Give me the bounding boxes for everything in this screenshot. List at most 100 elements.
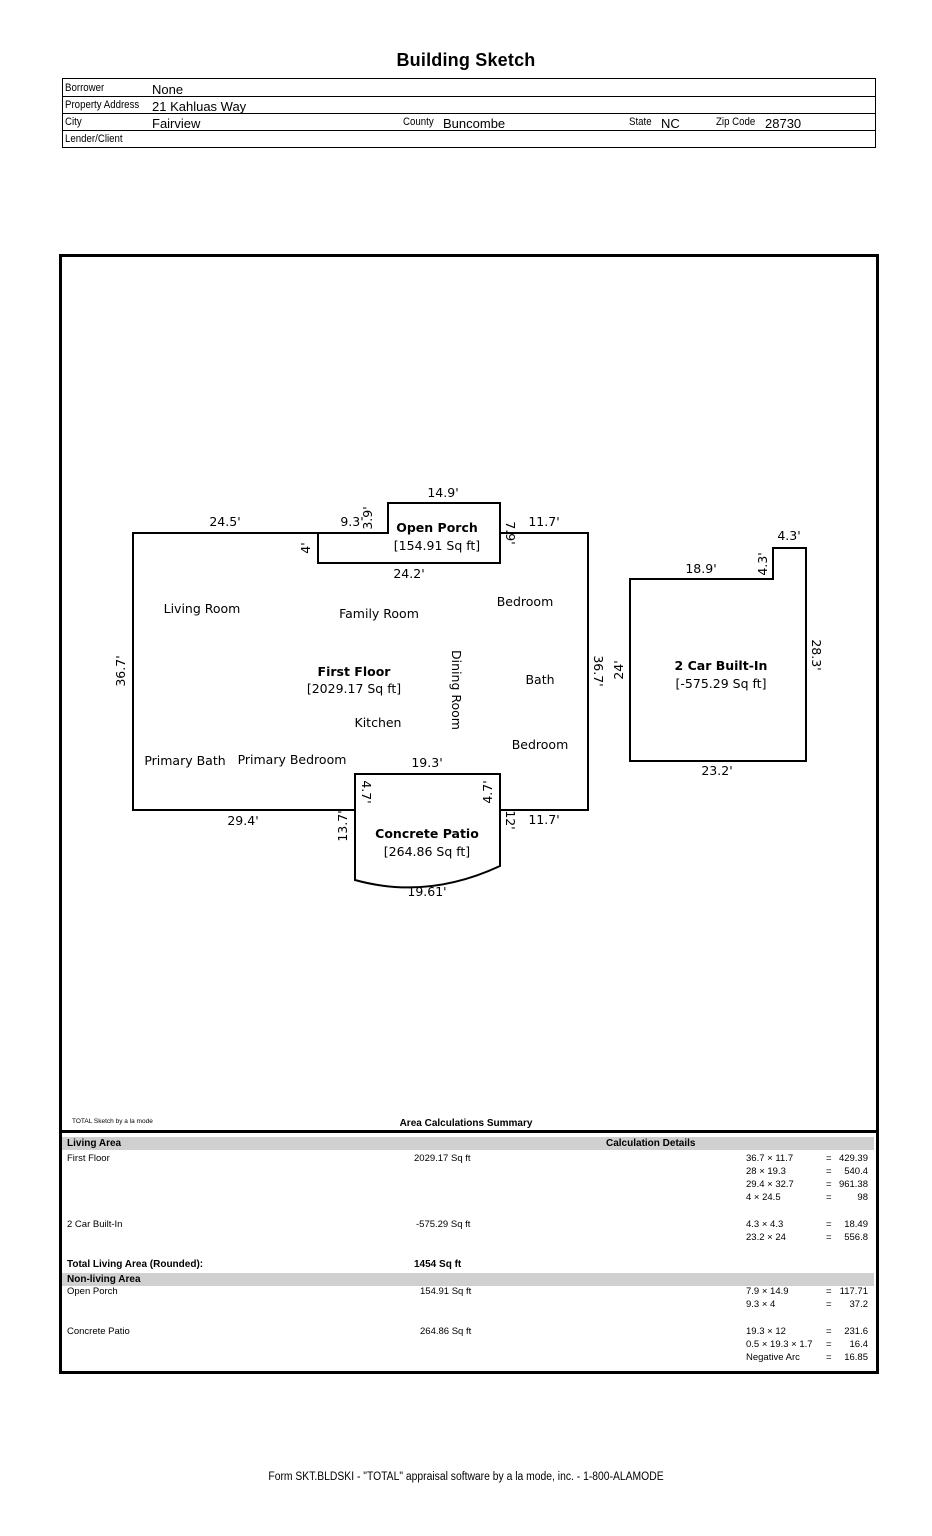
calc-expr: 7.9 × 14.9 (746, 1286, 789, 1297)
borrower-label: Borrower (65, 82, 105, 94)
primary-bath-label: Primary Bath (144, 753, 225, 768)
living-area-heading: Living Area (67, 1138, 122, 1149)
open-porch-outline (318, 502, 501, 564)
bedroom-label-2: Bedroom (512, 737, 569, 752)
garage-row: 2 Car Built-In -575.29 Sq ft 4.3 × 4.3 =… (62, 1219, 874, 1232)
bath-label: Bath (525, 672, 554, 687)
area-value: 154.91 Sq ft (420, 1286, 472, 1297)
calc-eq: = (826, 1299, 832, 1310)
open-porch-area: [154.91 Sq ft] (394, 538, 480, 553)
state-value: NC (661, 116, 680, 131)
calc-expr: 28 × 19.3 (746, 1166, 786, 1177)
lender-row: Lender/Client (63, 130, 875, 147)
calc-eq: = (826, 1153, 832, 1164)
calc-eq: = (826, 1192, 832, 1203)
calc-row: 0.5 × 19.3 × 1.7 = 16.4 (62, 1339, 874, 1352)
state-label: State (629, 116, 652, 128)
calc-row: Negative Arc = 16.85 (62, 1352, 874, 1365)
building-sketch-frame: Living Room Family Room Bedroom First Fl… (59, 254, 879, 1374)
calc-eq: = (826, 1286, 832, 1297)
city-label: City (65, 116, 82, 128)
floor-plan-drawing: Living Room Family Room Bedroom First Fl… (113, 485, 824, 899)
calc-eq: = (826, 1339, 832, 1350)
calc-result: 37.2 (849, 1299, 869, 1310)
dimension-label: 24.2' (393, 566, 424, 581)
dimension-label: 4.3' (755, 552, 770, 575)
calc-result: 16.4 (849, 1339, 869, 1350)
calc-row: 9.3 × 4 = 37.2 (62, 1299, 874, 1312)
city-row: City Fairview County Buncombe State NC Z… (63, 113, 875, 131)
dimension-label: 24' (611, 660, 626, 679)
garage-area: [-575.29 Sq ft] (676, 676, 767, 691)
open-porch-label: Open Porch (396, 520, 478, 535)
concrete-patio-label: Concrete Patio (375, 826, 479, 841)
calc-result: 117.71 (839, 1286, 868, 1297)
concrete-patio-outline (354, 773, 501, 889)
calc-expr: Negative Arc (746, 1352, 800, 1363)
borrower-value: None (152, 82, 184, 97)
dimension-label: 4.7' (359, 780, 374, 803)
dining-room-label: Dining Room (449, 650, 464, 730)
calc-result: 98 (857, 1192, 868, 1203)
calc-expr: 0.5 × 19.3 × 1.7 (746, 1339, 813, 1350)
city-value: Fairview (152, 116, 201, 131)
calculation-details-heading: Calculation Details (606, 1138, 696, 1149)
total-value: 1454 Sq ft (414, 1259, 462, 1270)
address-row: Property Address 21 Kahluas Way (63, 96, 875, 114)
open-porch-row: Open Porch 154.91 Sq ft 7.9 × 14.9 = 117… (62, 1286, 874, 1299)
dimension-label: 9.3' (340, 514, 363, 529)
dimension-label: 11.7' (528, 514, 559, 529)
dimension-label: 29.4' (227, 813, 258, 828)
bedroom-label: Bedroom (497, 594, 554, 609)
calc-expr: 29.4 × 32.7 (746, 1179, 794, 1190)
dimension-label: 23.2' (701, 763, 732, 778)
area-value: 2029.17 Sq ft (414, 1153, 471, 1164)
calc-result: 429.39 (838, 1153, 868, 1164)
dimension-label: 12' (503, 810, 518, 829)
calc-eq: = (826, 1179, 832, 1190)
dimension-label: 4.3' (777, 528, 800, 543)
living-room-label: Living Room (164, 601, 241, 616)
family-room-label: Family Room (339, 606, 419, 621)
non-living-heading: Non-living Area (67, 1274, 141, 1285)
calc-row: 29.4 × 32.7 = 961.38 (62, 1179, 874, 1192)
area-name: Concrete Patio (67, 1326, 130, 1337)
dimension-label: 19.61' (407, 884, 446, 899)
first-floor-label: First Floor (318, 664, 392, 679)
dimension-label: 14.9' (427, 485, 458, 500)
dimension-label: 18.9' (685, 561, 716, 576)
calc-expr: 23.2 × 24 (746, 1232, 786, 1243)
concrete-patio-row: Concrete Patio 264.86 Sq ft 19.3 × 12 = … (62, 1326, 874, 1339)
kitchen-label: Kitchen (355, 715, 402, 730)
garage-label: 2 Car Built-In (675, 658, 768, 673)
primary-bedroom-label: Primary Bedroom (238, 752, 347, 767)
calc-row: 4 × 24.5 = 98 (62, 1192, 874, 1205)
calc-expr: 19.3 × 12 (746, 1326, 786, 1337)
first-floor-area: [2029.17 Sq ft] (307, 681, 401, 696)
dimension-label: 19.3' (411, 755, 442, 770)
dimension-label: 11.7' (528, 812, 559, 827)
property-header-table: Borrower None Property Address 21 Kahlua… (62, 78, 876, 148)
calc-result: 18.49 (844, 1219, 868, 1230)
calc-result: 961.38 (838, 1179, 868, 1190)
calc-expr: 4 × 24.5 (746, 1192, 781, 1203)
calc-eq: = (826, 1232, 832, 1243)
county-value: Buncombe (443, 116, 506, 131)
living-area-header: Living Area Calculation Details (62, 1137, 874, 1150)
address-value: 21 Kahluas Way (152, 99, 247, 114)
calc-result: 556.8 (844, 1232, 868, 1243)
non-living-area-header: Non-living Area (62, 1273, 874, 1286)
area-name: Open Porch (67, 1286, 118, 1297)
calc-eq: = (826, 1326, 832, 1337)
dimension-label: 36.7' (591, 655, 606, 686)
area-name: 2 Car Built-In (67, 1219, 123, 1230)
calc-result: 231.6 (844, 1326, 868, 1337)
area-value: -575.29 Sq ft (416, 1219, 471, 1230)
area-value: 264.86 Sq ft (420, 1326, 472, 1337)
address-label: Property Address (65, 99, 140, 111)
sketch-credit: TOTAL Sketch by a la mode (72, 1118, 153, 1125)
zip-label: Zip Code (716, 116, 756, 128)
page-title: Building Sketch (396, 50, 536, 70)
calc-row: 28 × 19.3 = 540.4 (62, 1166, 874, 1179)
county-label: County (403, 116, 434, 128)
